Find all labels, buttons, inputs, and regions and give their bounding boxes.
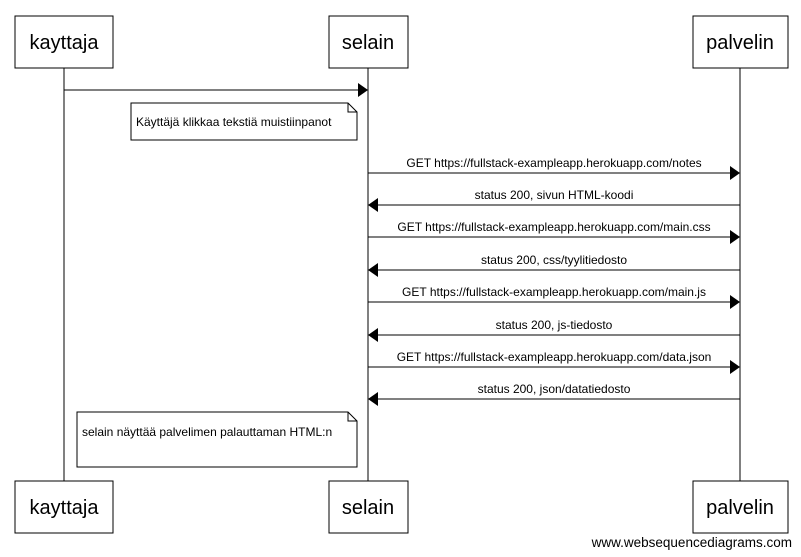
message-status-html: status 200, sivun HTML-koodi: [368, 188, 740, 212]
message-status-json: status 200, json/datatiedosto: [368, 382, 740, 406]
message-get-json: GET https://fullstack-exampleapp.herokua…: [368, 350, 740, 374]
actor-label: palvelin: [706, 32, 774, 54]
message-get-css: GET https://fullstack-exampleapp.herokua…: [368, 220, 740, 244]
actor-label: kayttaja: [30, 32, 100, 54]
actor-label: selain: [342, 32, 394, 54]
note-text: selain näyttää palvelimen palauttaman HT…: [82, 425, 332, 439]
actor-label: palvelin: [706, 497, 774, 519]
message-status-js: status 200, js-tiedosto: [368, 318, 740, 342]
actor-palvelin-bottom: palvelin: [692, 480, 789, 534]
note-browser-renders: selain näyttää palvelimen palauttaman HT…: [76, 411, 358, 468]
actor-label: selain: [342, 497, 394, 519]
message-get-js: GET https://fullstack-exampleapp.herokua…: [368, 285, 740, 309]
message-label: GET https://fullstack-exampleapp.herokua…: [406, 156, 701, 170]
message-label: GET https://fullstack-exampleapp.herokua…: [397, 350, 712, 364]
message-get-notes: GET https://fullstack-exampleapp.herokua…: [368, 156, 740, 180]
message-label: GET https://fullstack-exampleapp.herokua…: [402, 285, 706, 299]
actor-kayttaja-top: kayttaja: [14, 15, 114, 69]
actor-palvelin-top: palvelin: [692, 15, 789, 69]
message-label: status 200, css/tyylitiedosto: [481, 253, 627, 267]
actor-kayttaja-bottom: kayttaja: [14, 480, 114, 534]
note-user-clicks: Käyttäjä klikkaa tekstiä muistiinpanot: [130, 102, 358, 141]
watermark-text: www.websequencediagrams.com: [591, 535, 792, 550]
message-arrow: [64, 83, 368, 97]
actor-selain-top: selain: [328, 15, 409, 69]
message-label: GET https://fullstack-exampleapp.herokua…: [397, 220, 710, 234]
message-label: status 200, json/datatiedosto: [478, 382, 631, 396]
message-label: status 200, js-tiedosto: [496, 318, 613, 332]
message-label: status 200, sivun HTML-koodi: [475, 188, 634, 202]
note-text: Käyttäjä klikkaa tekstiä muistiinpanot: [136, 115, 332, 129]
actor-selain-bottom: selain: [328, 480, 409, 534]
message-status-css: status 200, css/tyylitiedosto: [368, 253, 740, 277]
actor-label: kayttaja: [30, 497, 100, 519]
